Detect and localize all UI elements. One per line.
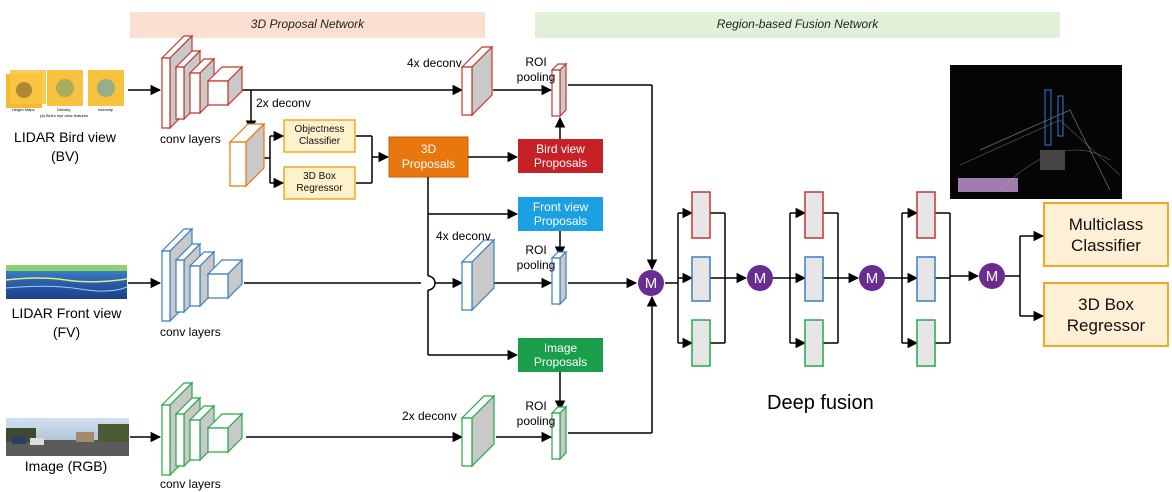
fusion-stage-3-bv-block xyxy=(916,191,936,239)
bv-2x-deconv-block xyxy=(228,122,266,188)
merge-node-1: M xyxy=(638,270,664,296)
fv-input-image xyxy=(5,265,128,299)
lidar-point-cloud-image xyxy=(950,65,1122,199)
deep-fusion-label: Deep fusion xyxy=(767,392,874,414)
bv-feature-caption: (a) Bird's eye view features xyxy=(40,113,89,118)
merge-node-3: M xyxy=(859,265,885,291)
box-regressor-box xyxy=(283,166,356,200)
bv-feature-thumbnails xyxy=(6,70,124,108)
bv-4x-deconv-block xyxy=(460,45,494,117)
fv-conv-layer-4 xyxy=(206,258,244,300)
layer-prisms xyxy=(160,34,936,477)
fusion-stage-1-fv-block xyxy=(691,256,711,302)
rgb-conv-label: conv layers xyxy=(160,477,221,491)
bird-view-proposals-box xyxy=(518,139,603,173)
image-proposals-box xyxy=(518,338,603,372)
fv-conv-label: conv layers xyxy=(160,325,221,339)
output-box-regressor-box xyxy=(1043,282,1169,347)
bv-4x-deconv-label: 4x deconv xyxy=(407,56,462,70)
bv-channel-label-density: Density xyxy=(57,107,71,112)
rgb-input-label: Image (RGB) xyxy=(24,458,108,474)
bv-channel-label-height: Height Maps xyxy=(12,107,35,112)
objectness-classifier-box xyxy=(283,119,356,153)
front-view-proposals-box xyxy=(518,197,603,231)
rgb-input-image xyxy=(6,418,129,456)
fusion-stage-3-fv-block xyxy=(916,256,936,302)
bv-roi-block xyxy=(550,62,568,118)
proposal-network-header-bar xyxy=(130,12,485,38)
bv-2x-deconv-label: 2x deconv xyxy=(256,96,311,110)
fusion-network-header: Region-based Fusion Network xyxy=(716,17,879,31)
connection-lines xyxy=(128,84,1045,443)
fusion-stage-1-rgb-block xyxy=(691,319,711,367)
proposal-network-header: 3D Proposal Network xyxy=(250,17,365,31)
bv-input-label: LIDAR Bird view(BV) xyxy=(14,129,116,164)
fusion-stage-2-bv-block xyxy=(804,191,824,239)
bv-channel-label-intensity: Intensity xyxy=(98,107,113,112)
rgb-roi-block xyxy=(550,405,568,461)
fv-input-label: LIDAR Front view(FV) xyxy=(11,305,122,340)
fv-roi-block xyxy=(550,250,568,306)
fv-4x-deconv-label: 4x deconv xyxy=(436,229,491,243)
rgb-2x-deconv-block xyxy=(460,394,496,468)
rgb-conv-layer-4 xyxy=(206,412,244,454)
merge-node-2: M xyxy=(747,265,773,291)
fusion-stage-2-rgb-block xyxy=(804,319,824,367)
fusion-stage-3-rgb-block xyxy=(916,319,936,367)
fusion-stage-2-fv-block xyxy=(804,256,824,302)
rgb-2x-deconv-label: 2x deconv xyxy=(402,409,457,423)
bv-conv-layer-4 xyxy=(206,65,244,107)
fv-4x-deconv-block xyxy=(460,238,496,312)
merge-node-4: M xyxy=(979,263,1005,289)
fusion-stage-1-bv-block xyxy=(691,191,711,239)
bv-conv-label: conv layers xyxy=(160,132,221,146)
fusion-network-header-bar xyxy=(535,12,1060,38)
